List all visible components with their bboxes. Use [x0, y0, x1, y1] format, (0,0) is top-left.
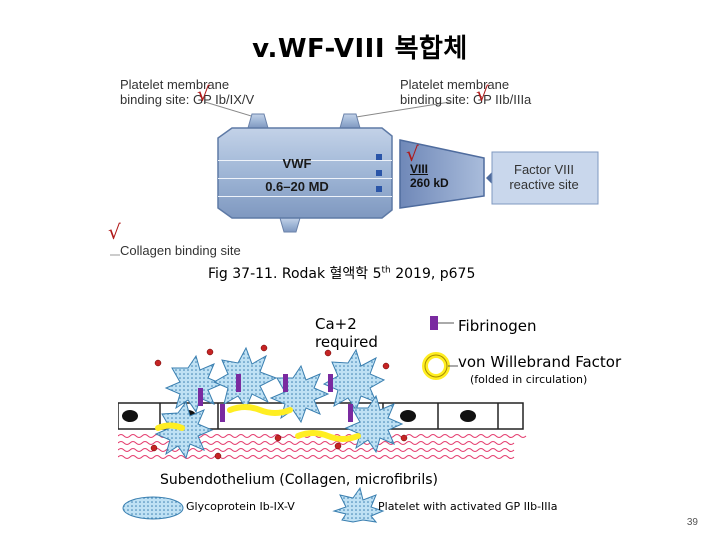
caption-sup: th	[381, 265, 391, 276]
vwf-name: VWF	[282, 156, 312, 171]
check-mark-icon: √	[197, 82, 210, 106]
gp2b-label-line2: binding site: GP IIb/IIIa	[400, 92, 532, 107]
caption-tail: 2019, p675	[390, 266, 476, 282]
figure-caption: Fig 37-11. Rodak 혈액학 5th 2019, p675	[208, 263, 475, 283]
viii-size: 260 kD	[410, 176, 449, 190]
gp2b-label: Platelet membrane binding site: GP IIb/I…	[400, 77, 531, 107]
factor-line2: reactive site	[509, 177, 579, 192]
vwf-size: 0.6–20 MD	[265, 179, 329, 194]
gp2b-label-line1: Platelet membrane	[400, 77, 510, 92]
subendothelium-label: Subendothelium (Collagen, microfibrils)	[160, 472, 438, 488]
gp1b-label-line2: binding site: GP Ib/IX/V	[120, 92, 255, 107]
check-mark-icon: √	[108, 220, 121, 244]
gp1b-label: Platelet membrane binding site: GP Ib/IX…	[120, 77, 254, 107]
gp1b-legend: Glycoprotein Ib-IX-V	[186, 500, 295, 513]
calcium-label: Ca+2 required	[315, 315, 378, 351]
calcium-line1: Ca+2	[315, 315, 357, 333]
platelet-adhesion-diagram	[117, 308, 678, 523]
platelet-legend: Platelet with activated GP IIb-IIIa	[378, 500, 558, 513]
factor-viii-label: Factor VIII reactive site	[496, 162, 592, 192]
viii-name: VIII	[410, 162, 429, 176]
caption-text: Fig 37-11. Rodak 혈액학 5	[208, 266, 382, 282]
vwf-body-label: VWF 0.6–20 MD	[222, 156, 372, 194]
calcium-line2: required	[315, 333, 378, 351]
viii-label: VIII 260 kD	[410, 162, 449, 190]
vwf-legend-sub: (folded in circulation)	[470, 373, 588, 386]
factor-line1: Factor VIII	[514, 162, 574, 177]
vwf-legend: von Willebrand Factor	[458, 353, 622, 371]
page-number: 39	[686, 517, 698, 528]
check-mark-icon: √	[406, 142, 419, 166]
fibrinogen-legend: Fibrinogen	[458, 317, 537, 335]
check-mark-icon: √	[476, 82, 489, 106]
vwf-diagram-graphic	[110, 101, 599, 256]
adhesion-graphic	[117, 316, 527, 523]
gp1b-label-line1: Platelet membrane	[120, 77, 230, 92]
vwf-viii-diagram	[100, 70, 620, 260]
collagen-binding-label: Collagen binding site	[120, 243, 241, 258]
slide-title: v.WF-VIII 복합체	[252, 34, 468, 64]
